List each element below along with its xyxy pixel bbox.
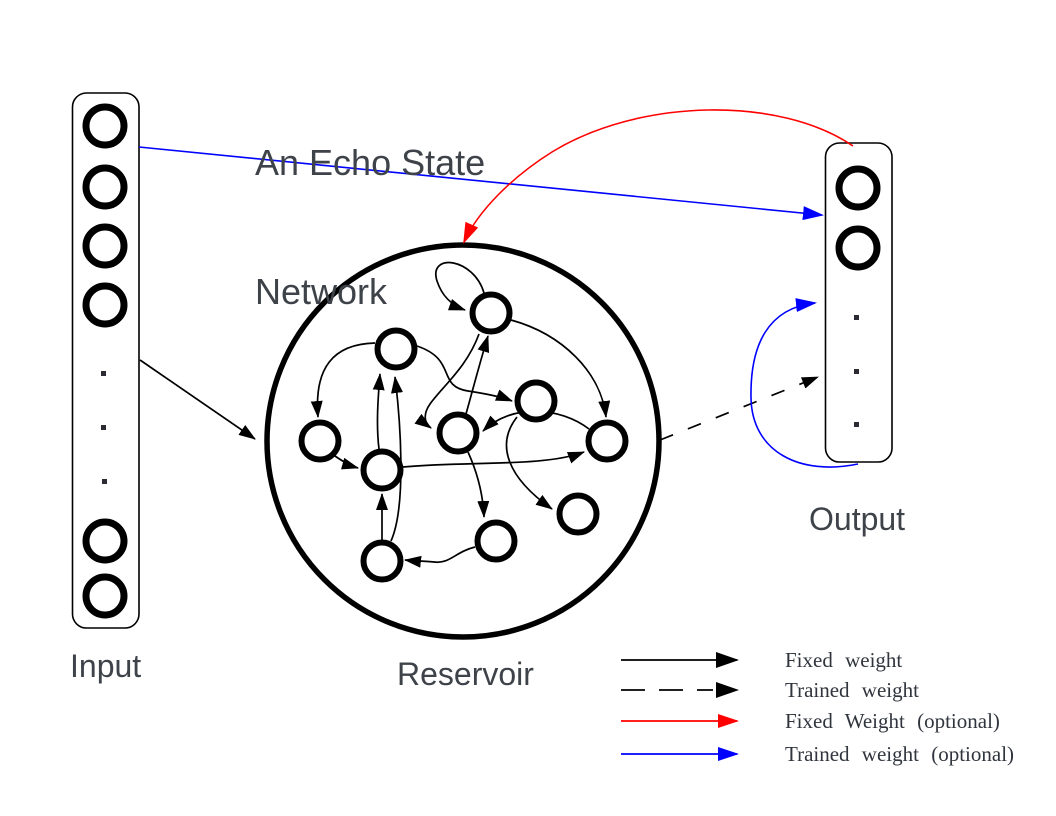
ellipsis-dot [854,369,859,374]
reservoir-edge [404,546,476,568]
legend-label-fixed-weight: Fixed weight [785,648,903,672]
legend-lines [621,652,739,761]
ellipsis-dot [101,371,106,376]
input-label: Input [70,648,142,684]
ellipsis-dot [854,422,859,427]
ellipsis-dot [854,315,859,320]
reservoir [264,242,662,640]
input-node [82,573,128,619]
self-loop-edge [435,261,485,311]
input-node [82,103,128,149]
reservoir-edge [334,455,359,470]
reservoir-node [374,327,418,371]
input-node [82,223,128,269]
input-node [82,518,128,564]
input-node [82,164,128,210]
input-node [82,282,128,328]
reservoir-edge [465,335,490,415]
reservoir-to-output-arrow [659,376,819,441]
output-label: Output [809,501,906,537]
reservoir-node [556,492,600,536]
reservoir-edge [402,451,585,468]
reservoir-edge [310,342,376,418]
legend-label-fixed-weight-optional: Fixed Weight (optional) [785,709,1000,733]
input-ellipsis-dots [101,371,107,484]
ellipsis-dot [101,425,106,430]
reservoir-node [436,411,480,455]
reservoir-nodes [298,291,629,583]
reservoir-node [514,379,558,423]
reservoir-node [474,519,518,563]
reservoir-node [298,419,342,463]
reservoir-node [469,291,513,335]
output-node [835,165,881,211]
reservoir-node [585,419,629,463]
output-feedback-arrow [750,298,859,468]
reservoir-edge [467,451,490,518]
output-to-reservoir-arrow [463,109,854,244]
reservoir-node [360,448,404,492]
reservoir-node [360,539,404,583]
reservoir-edge [416,345,513,402]
input-layer [71,92,140,629]
title-line-1: An Echo State [255,142,486,183]
legend-label-trained-weight: Trained weight [785,678,919,702]
reservoir-edge [510,319,611,418]
reservoir-edges [310,261,611,568]
reservoir-edge [414,333,480,429]
input-to-output-arrow [138,146,824,221]
output-layer [824,142,893,463]
input-layer-box [71,92,140,629]
output-ellipsis-dots [854,315,859,427]
diagram-title: An Echo State Network [255,55,485,399]
reservoir-edge [372,373,385,450]
legend-label-trained-weight-optional: Trained weight (optional) [785,742,1015,766]
input-nodes [82,103,128,619]
output-nodes [835,165,881,271]
title-line-2: Network [255,271,388,312]
ellipsis-dot [102,479,107,484]
output-node [835,225,881,271]
connections [138,109,859,468]
input-to-reservoir-arrow [139,359,256,440]
output-layer-box [824,142,893,463]
reservoir-label: Reservoir [397,656,534,692]
